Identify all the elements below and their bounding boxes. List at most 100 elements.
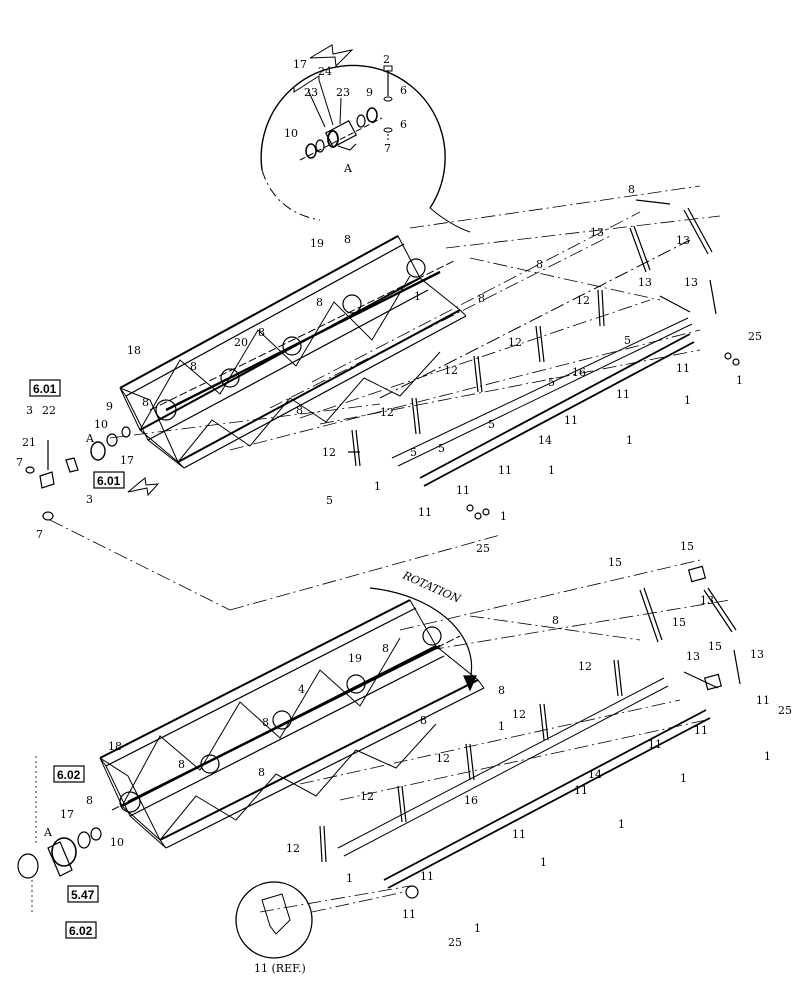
part-callout: 12 <box>512 708 526 721</box>
detail-callout: 6 <box>400 118 407 131</box>
part-callout: 11 <box>648 738 662 751</box>
part-callout: 1 <box>618 818 625 831</box>
part-callout: 13 <box>684 276 698 289</box>
part-callout: 8 <box>296 404 303 417</box>
part-callout: 8 <box>142 396 149 409</box>
part-callout: 12 <box>380 406 394 419</box>
part-callout: 11 <box>418 506 432 519</box>
detail-callout: 7 <box>384 142 391 155</box>
part-callout: 15 <box>608 556 622 569</box>
ref-detail-label: 11 (REF.) <box>254 962 306 975</box>
part-callout: 25 <box>448 936 462 949</box>
part-callout: 14 <box>538 434 552 447</box>
part-callout: 14 <box>588 768 602 781</box>
part-callout: 13 <box>686 650 700 663</box>
upper-reel-assembly <box>25 185 740 611</box>
part-callout: 12 <box>322 446 336 459</box>
detail-view-letter: A <box>343 162 353 175</box>
part-callout: 25 <box>778 704 792 717</box>
part-callout: 12 <box>286 842 300 855</box>
part-callout: 1 <box>414 290 421 303</box>
part-callout: 22 <box>42 404 56 417</box>
part-callout: 1 <box>684 394 691 407</box>
part-callout: 9 <box>106 400 113 413</box>
part-callout: 19 <box>348 652 362 665</box>
part-callout: 8 <box>262 716 269 729</box>
part-callout: 15 <box>680 540 694 553</box>
part-callout: 1 <box>374 480 381 493</box>
part-callout: 8 <box>478 292 485 305</box>
part-callout: 11 <box>456 484 470 497</box>
part-callout: 11 <box>616 388 630 401</box>
part-callout: 13 <box>590 226 604 239</box>
part-callout: 11 <box>402 908 416 921</box>
part-callout: 1 <box>626 434 633 447</box>
part-callout: 7 <box>16 456 23 469</box>
part-callout: 11 <box>574 784 588 797</box>
ref-box-label: 6.02 <box>57 768 81 782</box>
part-callout: 12 <box>436 752 450 765</box>
detail-callout: 23 <box>336 86 350 99</box>
detail-view-a <box>260 44 471 233</box>
part-callout: 13 <box>750 648 764 661</box>
part-callout: 11 <box>676 362 690 375</box>
direction-arrow-icon <box>127 477 160 497</box>
part-callout: 18 <box>127 344 141 357</box>
ref-box-label: 6.02 <box>69 924 93 938</box>
detail-callout: 6 <box>400 84 407 97</box>
part-callout: 16 <box>464 794 478 807</box>
part-callout: 8 <box>552 614 559 627</box>
part-callout: 1 <box>548 464 555 477</box>
part-callout: 1 <box>680 772 687 785</box>
part-callout: 8 <box>344 233 351 246</box>
part-callout: 8 <box>258 766 265 779</box>
ref-box-label: 6.01 <box>97 474 121 488</box>
part-callout: 1 <box>764 750 771 763</box>
part-callout: 17 <box>60 808 74 821</box>
part-callout: 8 <box>178 758 185 771</box>
ref-box-label: 6.01 <box>33 382 57 396</box>
part-callout: 1 <box>346 872 353 885</box>
part-callout: 8 <box>316 296 323 309</box>
part-callout: 18 <box>108 740 122 753</box>
part-callout: A <box>43 826 53 839</box>
part-callout: 8 <box>382 642 389 655</box>
part-callout: 11 <box>564 414 578 427</box>
part-callout: 19 <box>310 237 324 250</box>
part-callout: 12 <box>360 790 374 803</box>
part-callout: 5 <box>326 494 333 507</box>
part-callout: 11 <box>420 870 434 883</box>
detail-callout: 24 <box>318 65 332 78</box>
part-callout: 11 <box>498 464 512 477</box>
part-callout: 5 <box>410 446 417 459</box>
lower-callouts: 19 8 4 8 8 18 8 8 A 17 10 15 13 15 15 13… <box>43 540 792 975</box>
part-callout: 5 <box>438 442 445 455</box>
part-callout: 1 <box>540 856 547 869</box>
part-callout: 8 <box>536 258 543 271</box>
part-callout: 1 <box>498 720 505 733</box>
part-callout: 5 <box>488 418 495 431</box>
lower-reel-assembly <box>17 559 741 959</box>
upper-callouts: 19 8 8 8 8 20 18 8 8 9 10 22 3 21 7 3 7 … <box>16 183 762 555</box>
part-callout: 12 <box>508 336 522 349</box>
part-callout: 15 <box>708 640 722 653</box>
part-callout: 13 <box>638 276 652 289</box>
part-callout: 5 <box>548 376 555 389</box>
lower-ref-boxes: 6.02 5.47 6.02 <box>53 765 99 939</box>
part-callout: 5 <box>624 334 631 347</box>
part-callout: 20 <box>234 336 248 349</box>
part-callout: 8 <box>258 326 265 339</box>
part-callout: 12 <box>578 660 592 673</box>
part-callout: 11 <box>512 828 526 841</box>
detail-callout: 9 <box>366 86 373 99</box>
part-callout: 8 <box>86 794 93 807</box>
ref-box-label: 5.47 <box>71 888 95 902</box>
detail-callout: 17 <box>293 58 307 71</box>
part-callout: 13 <box>700 594 714 607</box>
part-callout: 4 <box>298 683 305 696</box>
upper-ref-boxes: 6.01 6.01 <box>29 379 125 489</box>
part-callout: 1 <box>500 510 507 523</box>
part-callout: 15 <box>672 616 686 629</box>
part-callout: 7 <box>36 528 43 541</box>
